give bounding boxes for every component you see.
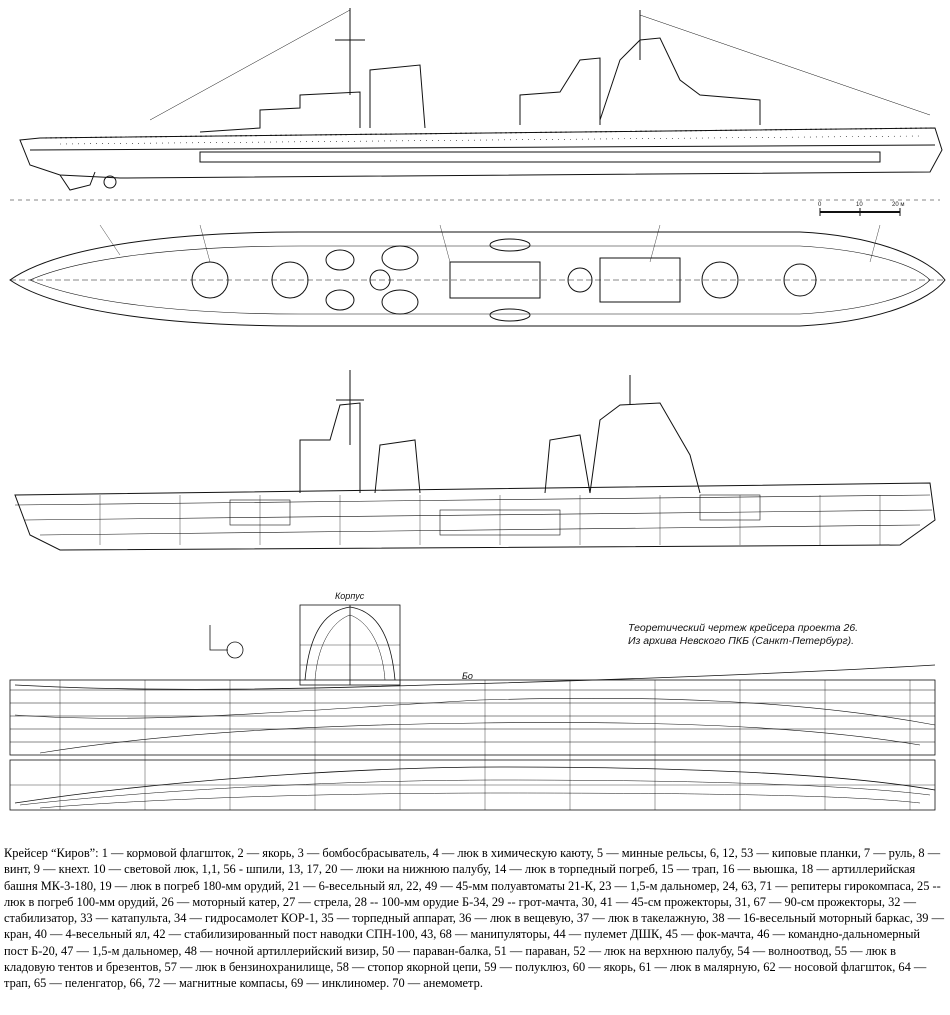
body-plan-label: Корпус — [335, 591, 365, 601]
drawing-caption-line-1: Теоретический чертеж крейсера проекта 26… — [628, 622, 859, 634]
legend-paragraph: Крейсер “Киров”: 1 — кормовой флагшток, … — [4, 846, 944, 991]
inboard-profile-drawing — [0, 345, 950, 565]
scale-label-10: 10 — [856, 202, 863, 208]
scale-label-0: 0 — [818, 202, 822, 208]
drawing-caption-line-2: Из архива Невского ПКБ (Санкт-Петербург)… — [628, 635, 855, 647]
ship-profile-svg: 0 10 20 м — [9, 8, 946, 327]
lines-plan-svg: Корпус Бо — [9, 591, 936, 811]
lines-plan-drawing: Корпус Бо — [0, 585, 950, 820]
inboard-profile-svg — [14, 370, 936, 551]
scale-label-20: 20 м — [892, 202, 904, 208]
lines-plan-ship-label: Бо — [462, 671, 473, 681]
drawing-caption: Теоретический чертеж крейсера проекта 26… — [628, 622, 928, 648]
profile-and-deck-plan-drawing: 0 10 20 м — [0, 0, 950, 340]
